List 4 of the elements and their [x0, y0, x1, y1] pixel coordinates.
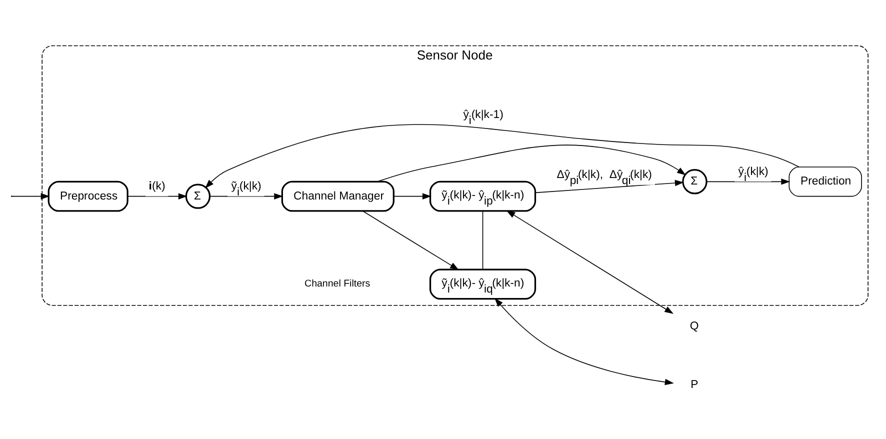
edge-label: i(k): [148, 180, 166, 193]
label: Channel Filters: [304, 278, 370, 290]
node-text: P: [690, 379, 698, 392]
node-text: Q: [690, 320, 699, 333]
